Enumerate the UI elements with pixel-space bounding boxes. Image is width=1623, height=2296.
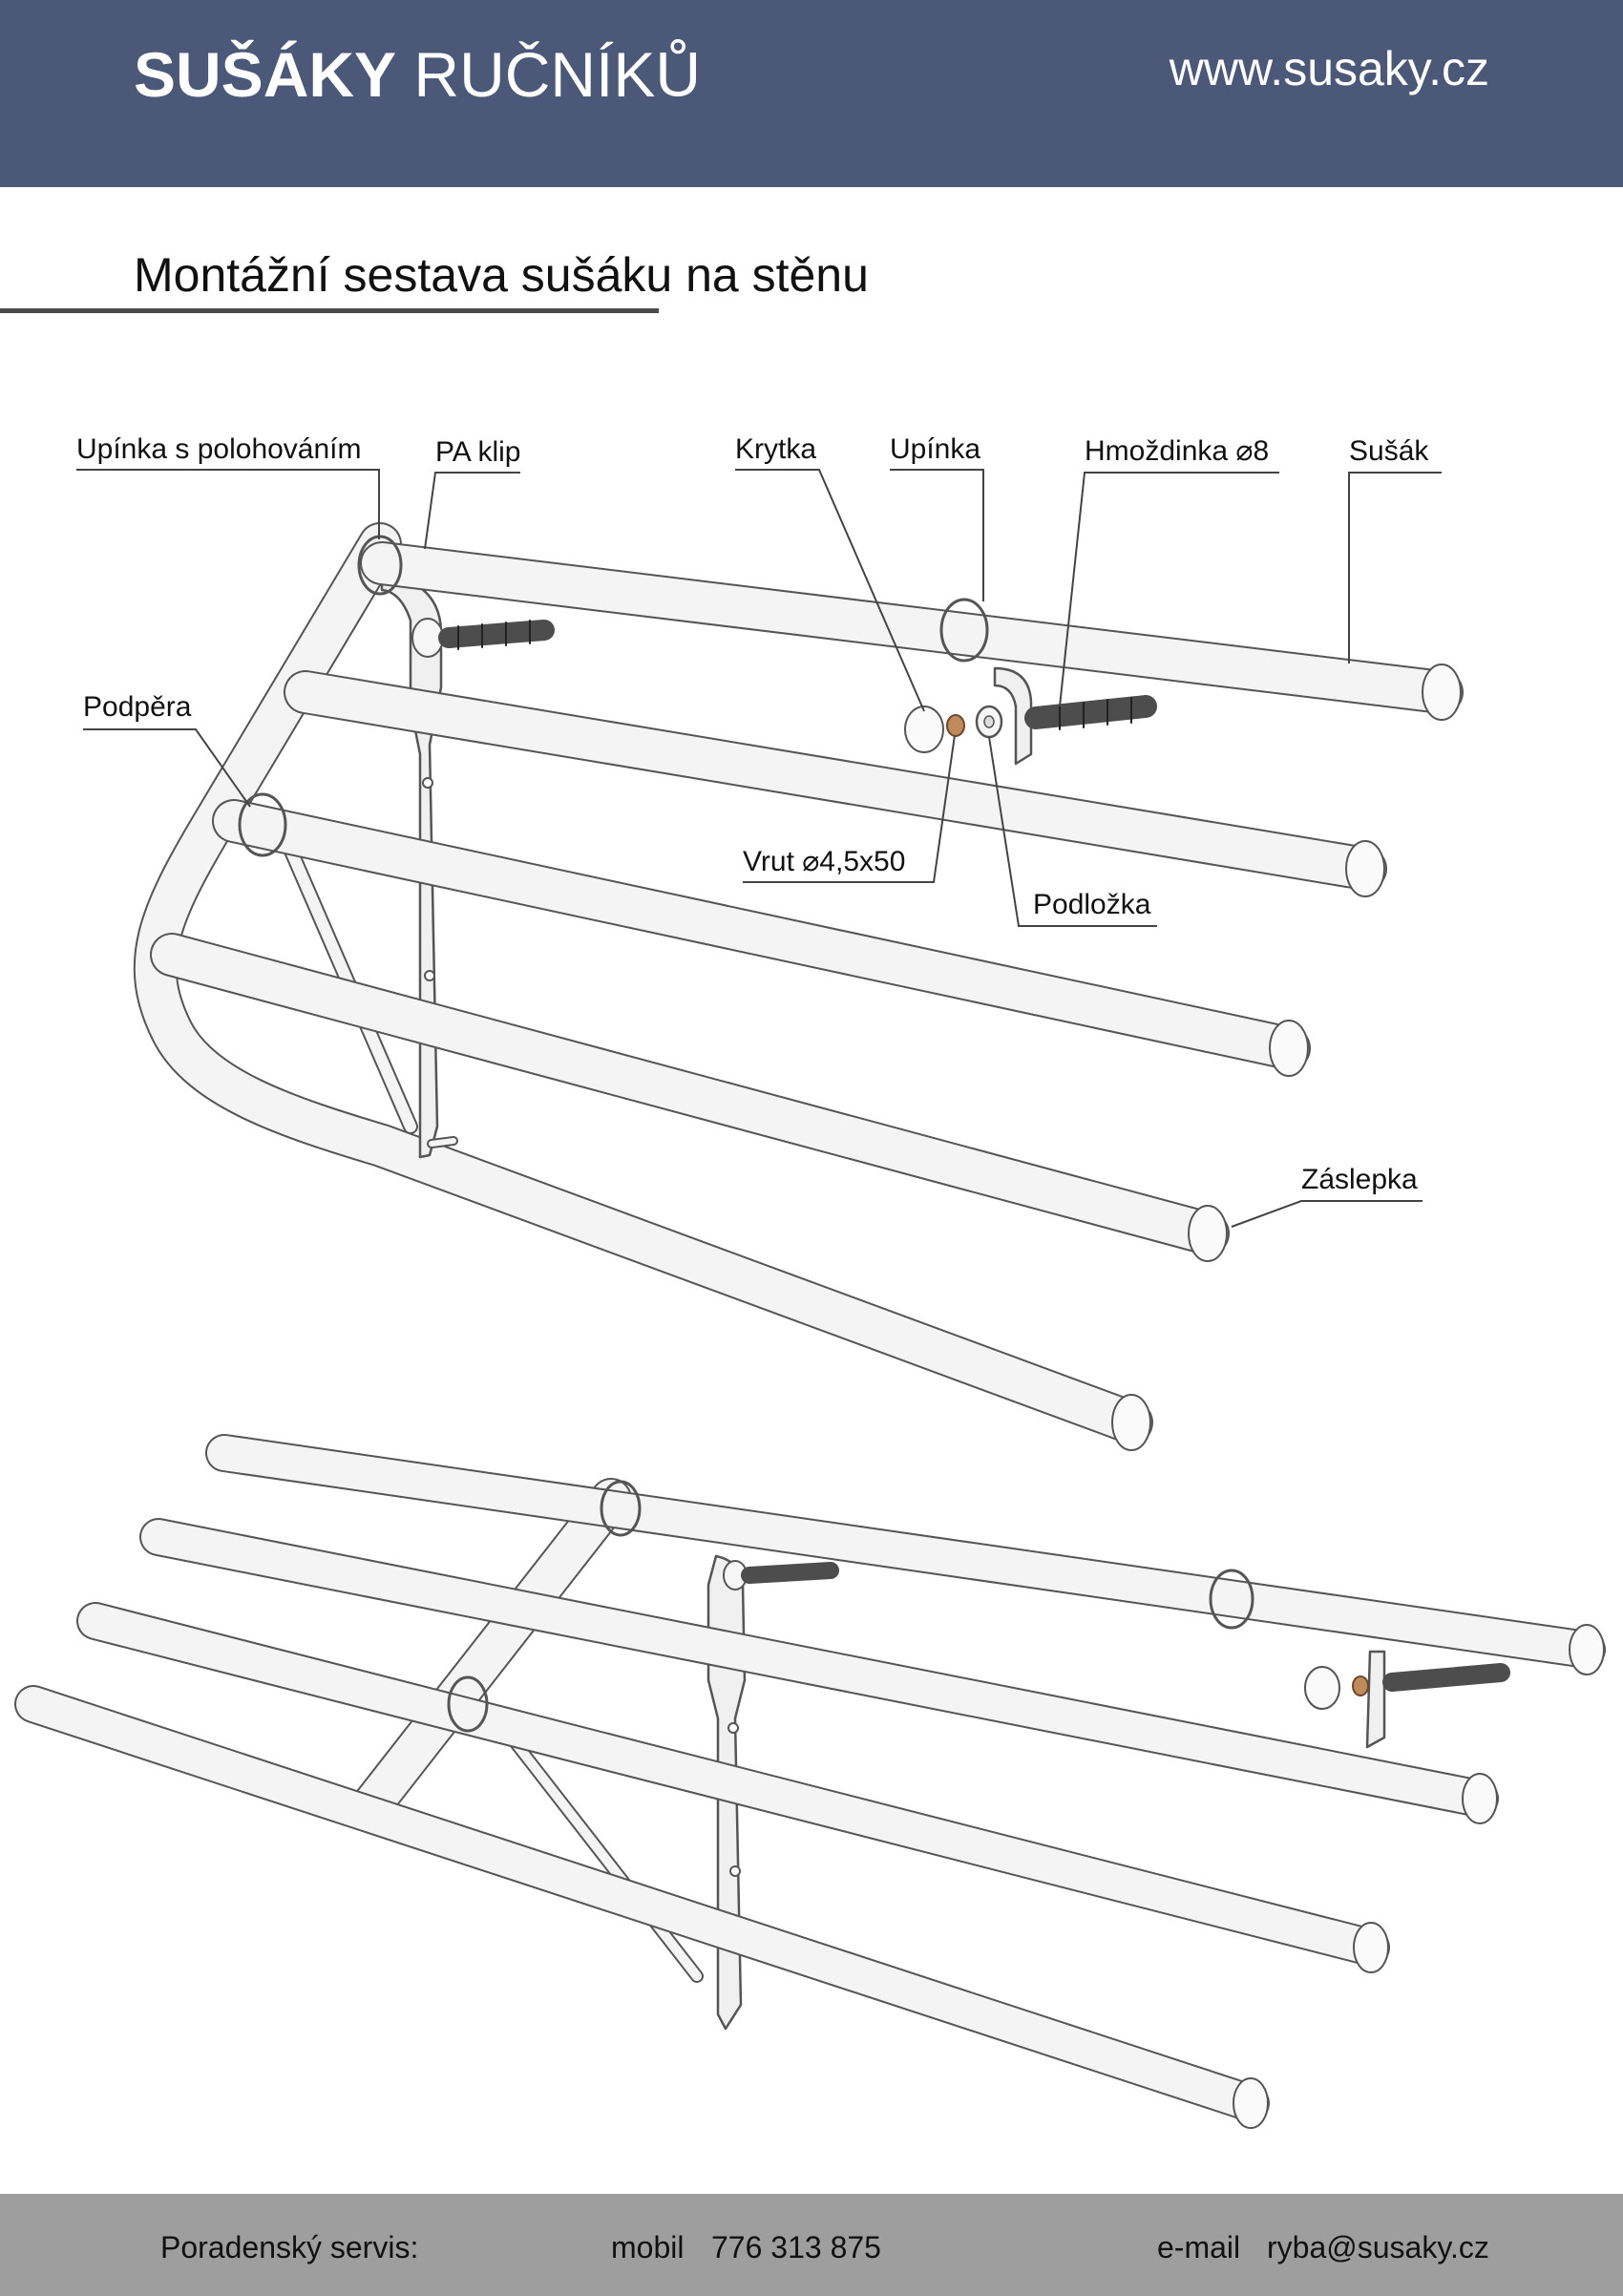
brand-bold: SUŠÁKY [134,39,397,110]
callout-podpera-text: Podpěra [83,691,192,723]
footer-service-label: Poradenský servis: [160,2230,419,2264]
bottom-dowel-left [741,1562,839,1584]
bottom-rail-1 [205,1434,1606,1675]
footer-email[interactable]: ryba@susaky.cz [1267,2230,1489,2264]
callout-vrut-text: Vrut ⌀4,5x50 [743,846,905,877]
bottom-clamp-2 [447,1675,489,1733]
site-url[interactable]: www.susaky.cz [1169,42,1489,95]
rail-3 [212,799,1311,1077]
callout-pa-klip-text: PA klip [435,436,521,468]
callouts: Upínka s polohováním PA klip Krytka Upín… [76,433,1442,1228]
brand-regular: RUČNÍKŮ [413,39,702,110]
callout-upinka-text: Upínka [890,433,980,465]
callout-zaslepka: Záslepka [1231,1164,1423,1228]
callout-upinka-polohovani: Upínka s polohováním [76,433,380,539]
rail-2 [284,670,1387,897]
callout-podlozka-text: Podložka [1033,889,1151,920]
callout-hmozdinka: Hmoždinka ⌀8 [1059,435,1279,707]
rail-clamp [939,598,989,663]
title-underline [0,308,659,313]
callout-pa-klip: PA klip [424,436,521,550]
page-title: Montážní sestava sušáku na stěnu [134,248,869,302]
rail-4 [150,933,1230,1262]
frame-end-cap [1111,1394,1151,1451]
bottom-side-frame [351,1478,632,1825]
callout-podpera: Podpěra [83,691,251,808]
dowel-right [1024,695,1157,730]
rail-1 [360,541,1464,721]
footer-mobile-label: mobil [611,2230,685,2264]
callout-podlozka: Podložka [988,736,1157,927]
callout-zaslepka-text: Záslepka [1301,1164,1418,1195]
footer-bar: Poradenský servis: mobil 776 313 875 e-m… [0,2194,1623,2296]
callout-krytka-text: Krytka [735,433,816,465]
top-assembly [133,522,1464,1451]
dowel-left [438,620,555,650]
brand-logo: SUŠÁKY RUČNÍKŮ [134,38,701,111]
header-bar: SUŠÁKY RUČNÍKŮ www.susaky.cz [0,0,1623,187]
footer-email-label: e-mail [1157,2230,1241,2264]
bottom-rail-2 [139,1518,1499,1824]
callout-susak: Sušák [1348,435,1442,664]
callout-upinka: Upínka [890,433,984,601]
callout-hmozdinka-text: Hmoždinka ⌀8 [1085,435,1269,467]
bottom-rail-3 [76,1602,1390,1973]
bottom-strut [490,1712,704,1983]
bottom-clamp-3 [1209,1569,1254,1630]
bottom-assembly [14,1434,1606,2129]
callout-vrut: Vrut ⌀4,5x50 [743,734,956,883]
bottom-exploded-fasteners [1304,1650,1510,1749]
cover-cap [904,706,944,753]
frame-clamp [238,792,287,857]
assembly-diagram: Upínka s polohováním PA klip Krytka Upín… [14,433,1606,2129]
exploded-fasteners [904,666,1157,766]
callout-susak-text: Sušák [1349,435,1429,467]
bottom-rail-4 [14,1685,1270,2129]
bottom-clamp-1 [600,1480,642,1537]
washer-hole [983,715,995,728]
side-frame-tube [133,522,1153,1444]
footer-mobile-number[interactable]: 776 313 875 [711,2230,881,2264]
screw-head [946,714,965,737]
callout-upinka-polohovani-text: Upínka s polohováním [76,433,362,465]
callout-krytka: Krytka [735,433,925,712]
